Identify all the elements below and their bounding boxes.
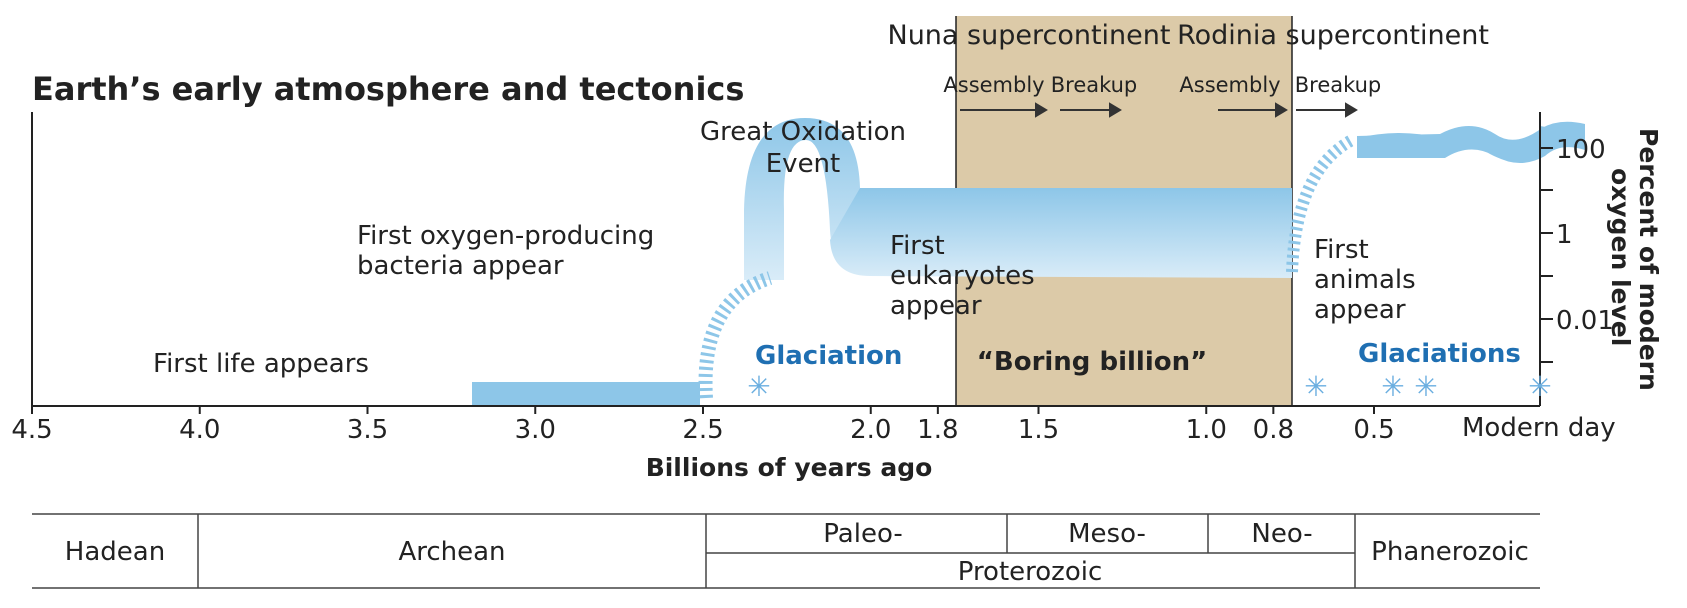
- y-axis-label-line2: oxygen level: [1606, 168, 1635, 346]
- y-axis-label-line1: Percent of modern: [1634, 128, 1663, 391]
- y-tick-label-100: 100: [1556, 135, 1606, 165]
- x-tick-label: 2.0: [850, 415, 891, 445]
- great-oxidation-label-line2: Event: [766, 149, 840, 179]
- x-tick-label: 1.0: [1186, 415, 1227, 445]
- animals-label-line2: animals: [1314, 265, 1416, 295]
- rodinia-assembly-label: Assembly: [1179, 73, 1280, 97]
- boring-billion-band: [830, 188, 1292, 278]
- x-tick-label: 3.5: [347, 415, 388, 445]
- x-tick-label: 1.5: [1018, 415, 1059, 445]
- glaciations-label: Glaciations: [1358, 339, 1521, 369]
- eon-hadean: Hadean: [65, 537, 165, 567]
- x-axis-ticks: 4.5 4.0 3.5 3.0 2.5 2.0 1.8 1.5 1.0 0.8 0.5: [11, 406, 1395, 445]
- first-life-label: First life appears: [153, 349, 369, 379]
- arrow-icon: [1060, 102, 1122, 118]
- modern-oxygen-band-top: [1357, 121, 1585, 163]
- x-tick-label: 0.5: [1353, 415, 1394, 445]
- arrow-icon: [1218, 102, 1288, 118]
- chart-title: Earth’s early atmosphere and tectonics: [32, 70, 744, 108]
- rodinia-label: Rodinia supercontinent: [1177, 20, 1489, 51]
- x-axis-title: Billions of years ago: [646, 453, 933, 482]
- x-tick-label: 0.8: [1253, 415, 1294, 445]
- great-oxidation-label-line1: Great Oxidation: [700, 117, 906, 147]
- eukaryotes-label-line3: appear: [890, 291, 982, 321]
- eon-proterozoic: Proterozoic: [958, 557, 1103, 587]
- animals-label-line3: appear: [1314, 295, 1406, 325]
- y-tick-label-0-01: 0.01: [1556, 306, 1614, 336]
- snowflake-icon: ✳: [1414, 370, 1437, 403]
- arrow-icon: [1296, 102, 1358, 118]
- eon-archean: Archean: [398, 537, 505, 567]
- x-tick-label: 4.5: [11, 415, 52, 445]
- eukaryotes-label-line1: First: [890, 231, 945, 261]
- snowflake-icon: ✳: [1304, 370, 1327, 403]
- oxygen-bacteria-label-line2: bacteria appear: [357, 251, 564, 281]
- era-meso: Meso-: [1068, 519, 1146, 549]
- modern-day-label: Modern day: [1462, 413, 1616, 443]
- snowflake-icon: ✳: [747, 370, 770, 403]
- neoproterozoic-rise-dashes: [1286, 134, 1356, 273]
- x-tick-label: 3.0: [515, 415, 556, 445]
- nuna-label: Nuna supercontinent: [888, 20, 1171, 51]
- snowflake-icon: ✳: [1381, 370, 1404, 403]
- archean-rise-dashes: [698, 271, 773, 399]
- arrow-icon: [960, 102, 1048, 118]
- x-tick-label: 4.0: [179, 415, 220, 445]
- oxygen-bacteria-label-line1: First oxygen-producing: [357, 221, 654, 251]
- eon-phanerozoic: Phanerozoic: [1371, 537, 1529, 567]
- era-neo: Neo-: [1251, 519, 1312, 549]
- eon-table: [32, 513, 1540, 589]
- snowflake-icon: ✳: [1528, 370, 1551, 403]
- eukaryotes-label-line2: eukaryotes: [890, 261, 1035, 291]
- nuna-assembly-label: Assembly: [943, 73, 1044, 97]
- glaciation-label: Glaciation: [755, 341, 902, 371]
- x-tick-label: 1.8: [917, 415, 958, 445]
- nuna-breakup-label: Breakup: [1051, 73, 1138, 97]
- x-tick-label: 2.5: [682, 415, 723, 445]
- y-tick-label-1: 1: [1556, 220, 1573, 250]
- era-paleo: Paleo-: [823, 519, 902, 549]
- early-oxygen-band: [472, 382, 700, 406]
- animals-label-line1: First: [1314, 235, 1369, 265]
- rodinia-breakup-label: Breakup: [1295, 73, 1382, 97]
- boring-billion-label: “Boring billion”: [977, 347, 1207, 377]
